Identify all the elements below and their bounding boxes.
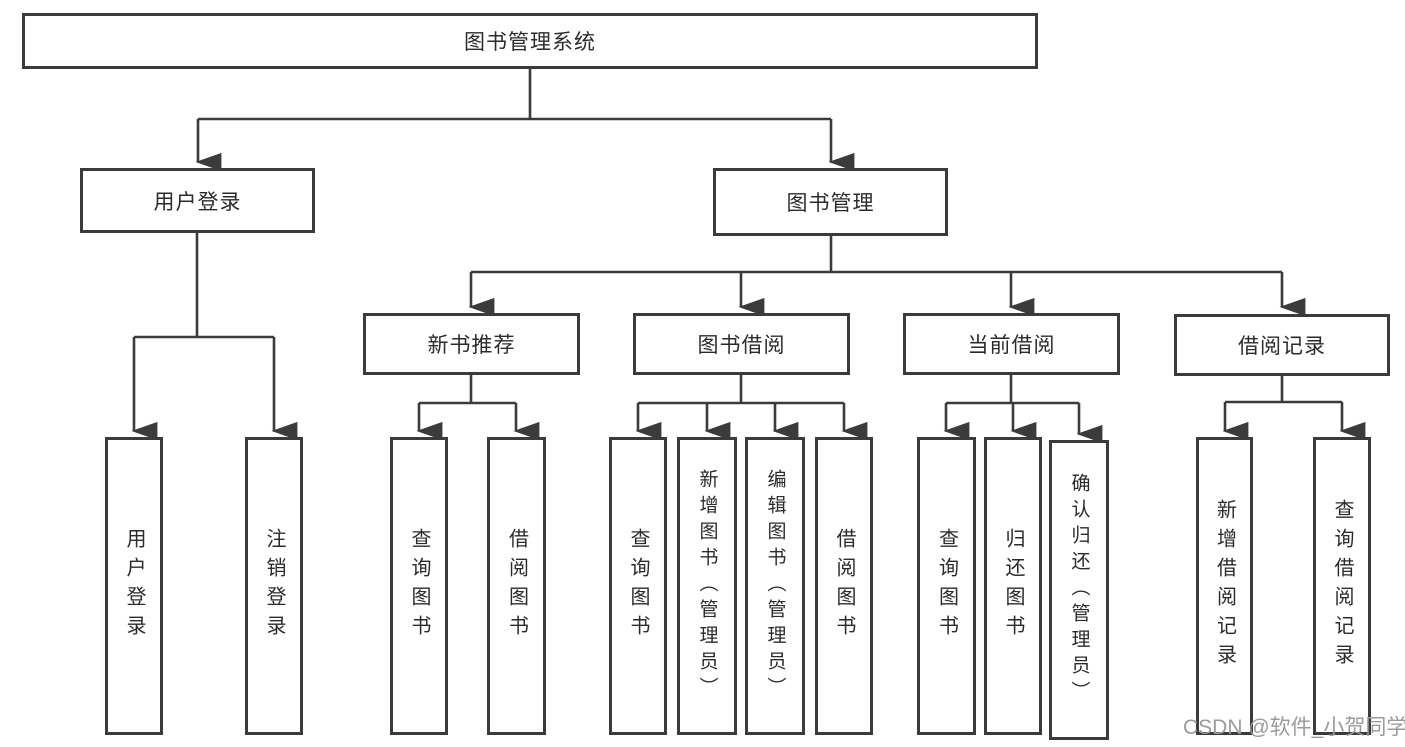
node-bb-edit-books-label: 编辑图书（管理员） xyxy=(764,469,786,703)
node-cb-confirm-return: 确认归还（管理员） xyxy=(1049,440,1109,740)
csdn-watermark: CSDN @软件_小贺同学 xyxy=(1183,716,1405,739)
node-bb-borrow-books: 借阅图书 xyxy=(815,437,873,735)
node-cb-return-books-label: 归还图书 xyxy=(1002,528,1024,644)
node-br-query-record: 查询借阅记录 xyxy=(1313,437,1371,735)
node-root-label: 图书管理系统 xyxy=(464,31,596,54)
node-bb-query-books-label: 查询图书 xyxy=(627,528,649,644)
node-bb-edit-books: 编辑图书（管理员） xyxy=(745,437,805,735)
node-bb-borrow-books-label: 借阅图书 xyxy=(833,528,855,644)
node-bb-add-books: 新增图书（管理员） xyxy=(677,437,737,735)
node-book-mgmt-label: 图书管理 xyxy=(786,192,875,215)
node-leaf-logout-label: 注销登录 xyxy=(263,528,285,644)
node-rec-query-books-label: 查询图书 xyxy=(408,528,430,644)
node-rec-query-books: 查询图书 xyxy=(390,437,448,735)
node-current-borrow: 当前借阅 xyxy=(903,313,1120,375)
node-root: 图书管理系统 xyxy=(22,13,1038,69)
node-cb-confirm-return-label: 确认归还（管理员） xyxy=(1068,473,1090,707)
node-rec-borrow-books: 借阅图书 xyxy=(487,437,546,735)
node-bb-add-books-label: 新增图书（管理员） xyxy=(696,469,718,703)
node-current-borrow-label: 当前借阅 xyxy=(967,334,1056,357)
node-cb-return-books: 归还图书 xyxy=(984,437,1042,735)
node-bb-query-books: 查询图书 xyxy=(609,437,667,735)
node-br-add-record-label: 新增借阅记录 xyxy=(1213,499,1236,673)
node-user-login: 用户登录 xyxy=(80,168,315,233)
node-cb-query-books-label: 查询图书 xyxy=(935,528,958,644)
node-book-mgmt: 图书管理 xyxy=(713,168,948,236)
node-br-query-record-label: 查询借阅记录 xyxy=(1331,499,1353,673)
node-rec-borrow-books-label: 借阅图书 xyxy=(505,528,528,644)
node-book-borrow-label: 图书借阅 xyxy=(697,334,786,357)
node-borrow-records-label: 借阅记录 xyxy=(1238,335,1326,358)
node-leaf-logout: 注销登录 xyxy=(245,437,303,735)
node-cb-query-books: 查询图书 xyxy=(917,437,976,735)
node-leaf-user-login-label: 用户登录 xyxy=(123,528,145,644)
node-borrow-records: 借阅记录 xyxy=(1174,314,1390,376)
node-user-login-label: 用户登录 xyxy=(153,190,242,214)
node-br-add-record: 新增借阅记录 xyxy=(1196,437,1253,735)
node-new-book-rec-label: 新书推荐 xyxy=(427,334,516,357)
node-leaf-user-login: 用户登录 xyxy=(105,437,163,735)
node-book-borrow: 图书借阅 xyxy=(633,313,850,375)
node-new-book-rec: 新书推荐 xyxy=(363,313,580,375)
